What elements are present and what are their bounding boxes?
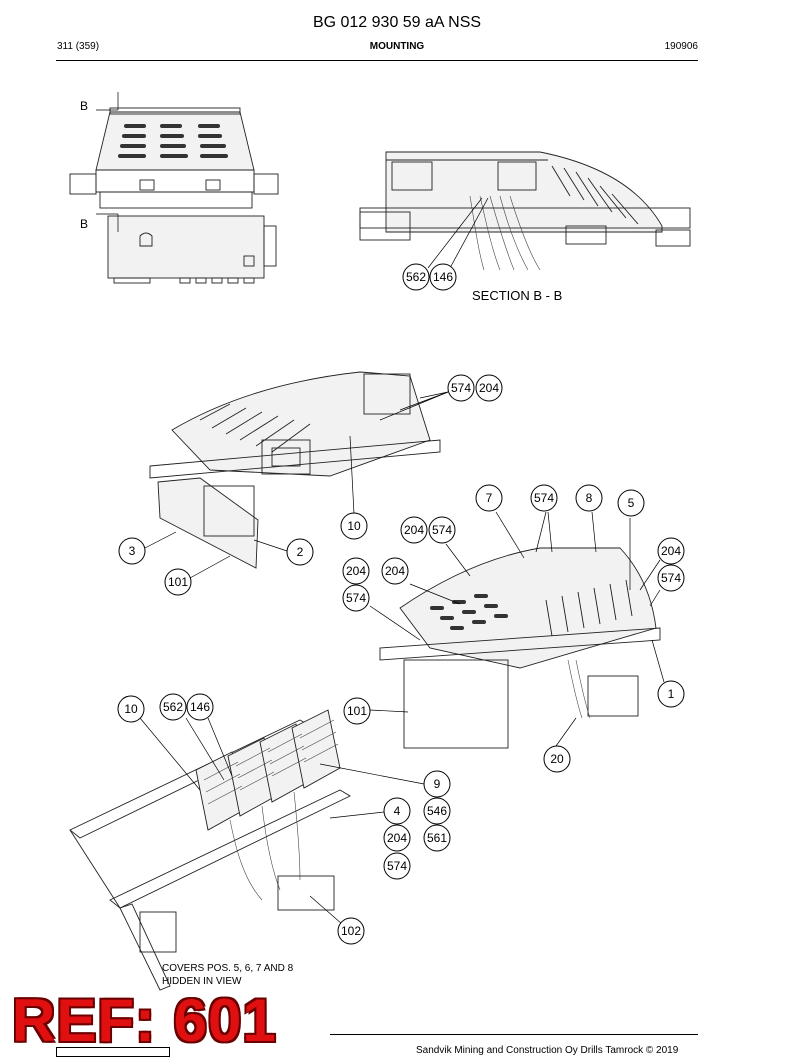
callout-9: 9 [423, 770, 451, 798]
callout-8: 8 [575, 484, 603, 512]
footer-divider [330, 1034, 698, 1035]
svg-text:146: 146 [433, 270, 453, 284]
hidden-covers-note: COVERS POS. 5, 6, 7 AND 8 HIDDEN IN VIEW [162, 962, 293, 988]
callout-10-upper: 10 [340, 512, 368, 540]
svg-text:102: 102 [341, 924, 361, 938]
sandvik-logo [56, 1047, 170, 1057]
svg-text:562: 562 [163, 700, 183, 714]
svg-text:8: 8 [586, 491, 593, 505]
svg-text:101: 101 [347, 704, 367, 718]
callout-101-lower: 101 [343, 697, 371, 725]
svg-text:3: 3 [129, 544, 136, 558]
callout-204-bottom: 204 [383, 824, 411, 852]
svg-text:574: 574 [387, 859, 407, 873]
callout-562-lower: 562 [159, 693, 187, 721]
covered-assembly-drawing [369, 511, 665, 749]
svg-text:546: 546 [427, 804, 447, 818]
section-marker-b-top: B [80, 99, 88, 113]
svg-text:574: 574 [432, 523, 452, 537]
callout-204-left-b: 204 [381, 557, 409, 585]
svg-text:574: 574 [346, 591, 366, 605]
callout-3: 3 [118, 537, 146, 565]
section-view-drawing [359, 151, 691, 271]
callout-574-mid: 574 [428, 516, 456, 544]
svg-text:7: 7 [486, 491, 493, 505]
page-number: 311 (359) [57, 41, 100, 52]
section-view-slots [551, 165, 639, 225]
svg-text:10: 10 [347, 519, 361, 533]
cover-frame-slots [199, 403, 311, 453]
callout-561: 561 [423, 824, 451, 852]
callout-146-lower: 146 [186, 693, 214, 721]
svg-text:146: 146 [190, 700, 210, 714]
callout-10-lower: 10 [117, 695, 145, 723]
note-line-2: HIDDEN IN VIEW [162, 976, 242, 987]
callout-2: 2 [286, 538, 314, 566]
footer-copyright: Sandvik Mining and Construction Oy Drill… [416, 1045, 679, 1056]
header-divider [56, 60, 698, 61]
callout-204-right: 204 [657, 537, 685, 565]
svg-text:101: 101 [168, 575, 188, 589]
section-heading: MOUNTING [369, 41, 425, 52]
note-line-1: COVERS POS. 5, 6, 7 AND 8 [162, 963, 294, 974]
svg-text:574: 574 [451, 381, 471, 395]
svg-text:204: 204 [479, 381, 499, 395]
resistor-banks [195, 709, 341, 831]
front-view-connectors [113, 277, 255, 284]
front-view-drawing [69, 92, 279, 284]
svg-text:10: 10 [124, 702, 138, 716]
svg-text:204: 204 [661, 544, 681, 558]
svg-text:204: 204 [404, 523, 424, 537]
callout-1: 1 [657, 680, 685, 708]
callout-204-top: 204 [475, 374, 503, 402]
callout-4: 4 [383, 797, 411, 825]
svg-text:204: 204 [346, 564, 366, 578]
covered-assembly-slots [430, 579, 633, 637]
callout-574-right: 574 [657, 564, 685, 592]
callout-574-bottom: 574 [383, 852, 411, 880]
svg-text:4: 4 [394, 804, 401, 818]
frame-assembly-drawing [69, 709, 425, 991]
svg-text:2: 2 [297, 545, 304, 559]
svg-text:574: 574 [661, 571, 681, 585]
callout-146-section: 146 [429, 263, 457, 291]
callout-102: 102 [337, 917, 365, 945]
callout-574-left: 574 [342, 584, 370, 612]
ref-stamp: REF: 601 [12, 987, 277, 1054]
svg-text:562: 562 [406, 270, 426, 284]
callout-562-section: 562 [402, 263, 430, 291]
callout-101-upper: 101 [164, 568, 192, 596]
callout-7: 7 [475, 484, 503, 512]
callout-20: 20 [543, 745, 571, 773]
callout-574-top: 574 [447, 374, 475, 402]
svg-text:20: 20 [550, 752, 564, 766]
callout-574-covers: 574 [530, 484, 558, 512]
section-view-label: SECTION B - B [472, 288, 562, 303]
cover-frame-drawing [144, 371, 449, 579]
callout-204-left-a: 204 [342, 557, 370, 585]
document-title: BG 012 930 59 aA NSS [312, 14, 482, 31]
document-date: 190906 [664, 41, 698, 52]
section-marker-b-bottom: B [80, 217, 88, 231]
svg-text:9: 9 [434, 777, 441, 791]
svg-text:204: 204 [387, 831, 407, 845]
svg-text:5: 5 [628, 496, 635, 510]
callout-546: 546 [423, 797, 451, 825]
front-view-slots [118, 124, 228, 158]
svg-text:204: 204 [385, 564, 405, 578]
svg-text:561: 561 [427, 831, 447, 845]
svg-text:1: 1 [668, 687, 675, 701]
callout-204-mid: 204 [400, 516, 428, 544]
svg-text:574: 574 [534, 491, 554, 505]
callout-5: 5 [617, 489, 645, 517]
